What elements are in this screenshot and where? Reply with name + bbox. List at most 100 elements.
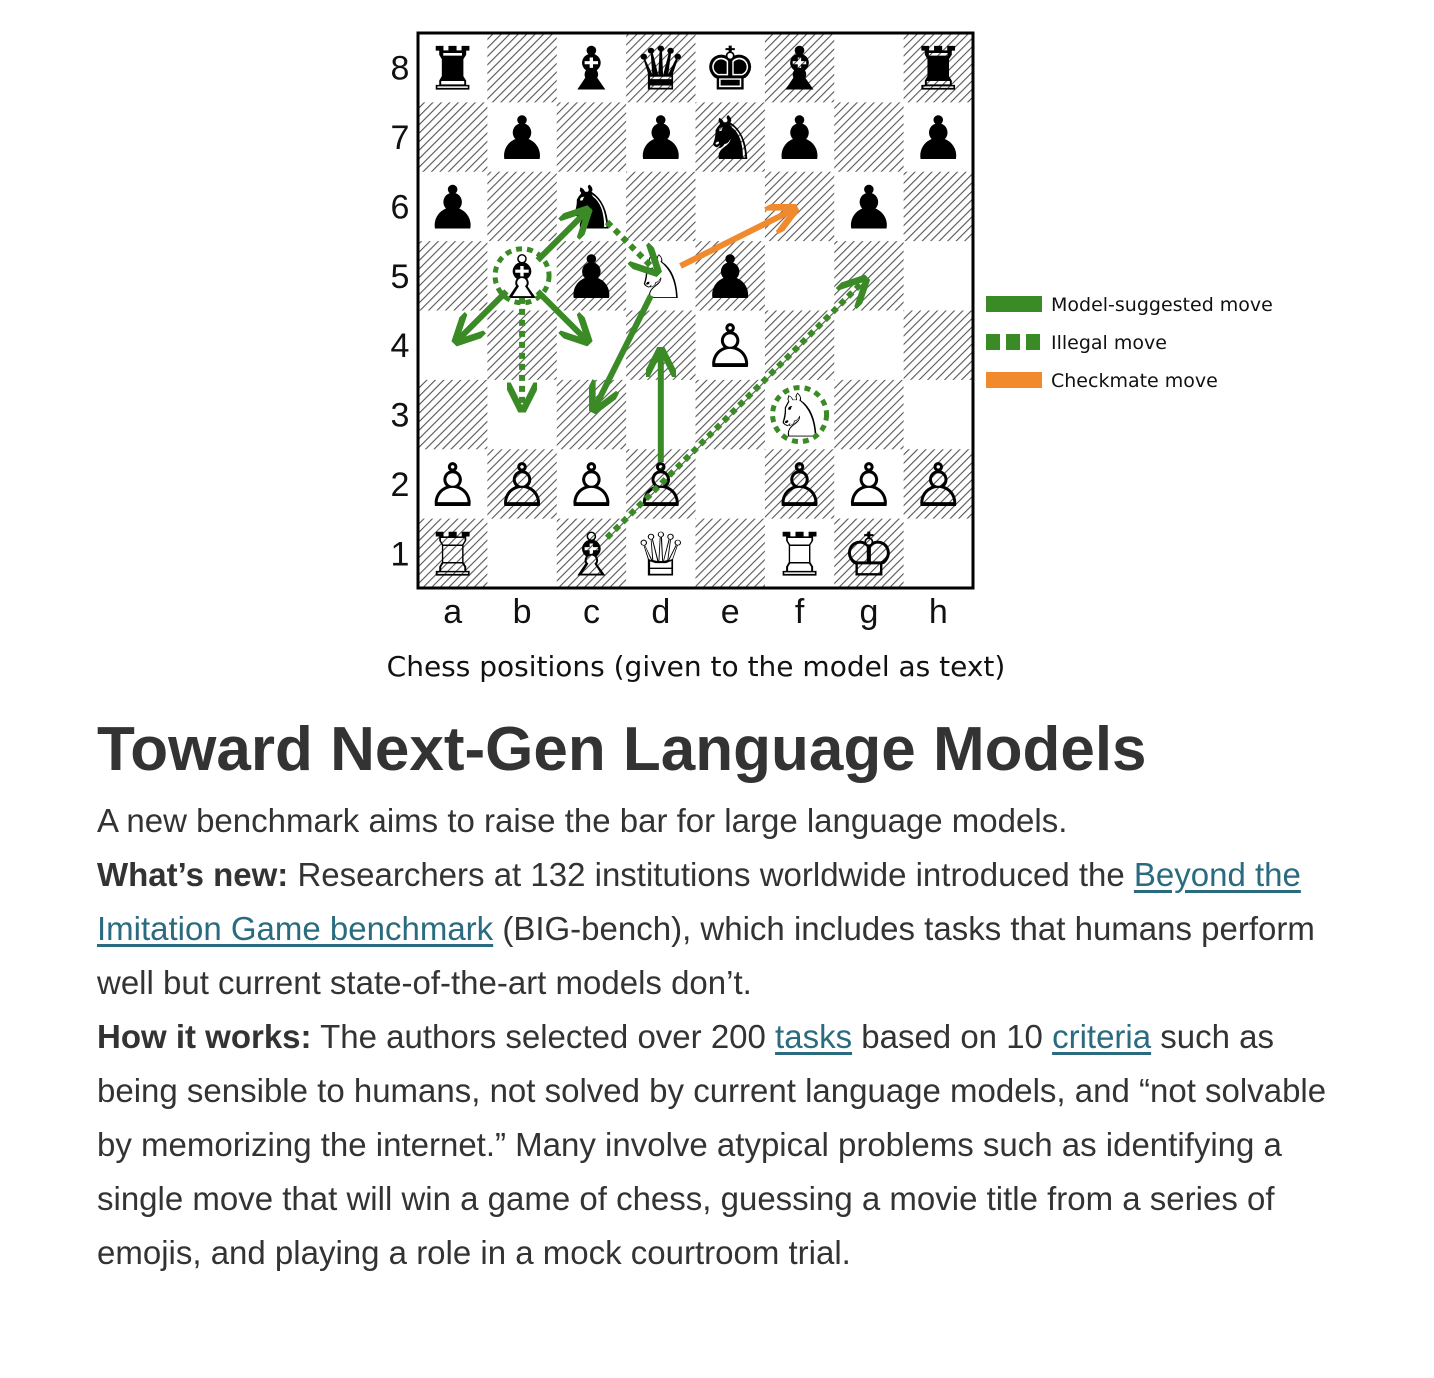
article-title: Toward Next-Gen Language Models [97,715,1147,784]
square-c2 [556,449,627,520]
square-d6 [626,171,696,242]
rank-labels: 8 7 6 5 4 3 2 1 [391,50,410,574]
board-squares [418,33,974,589]
piece-h8: ♜ [911,35,965,105]
piece-e8: ♚ [703,35,757,105]
figure-caption: Chess positions (given to the model as t… [387,650,1006,683]
square-c8 [556,33,627,103]
rank-label: 5 [391,258,410,296]
legend-label: Checkmate move [1051,370,1218,392]
piece-e5: ♟ [703,243,757,313]
file-label: f [795,593,805,631]
square-b2 [487,449,558,520]
legend-label: Illegal move [1051,332,1167,354]
square-e8 [695,33,766,103]
square-h1 [903,518,974,589]
square-e4 [695,310,766,381]
square-c7 [556,102,627,173]
legend-label: Model-suggested move [1051,294,1273,316]
square-e7 [695,102,766,173]
square-e1 [695,518,766,589]
piece-h7: ♟ [911,104,965,174]
piece-g1: ♔ [842,520,896,590]
square-b1 [487,518,558,589]
piece-b7: ♟ [495,104,549,174]
piece-c5: ♟ [565,243,619,313]
piece-f2: ♙ [773,451,827,521]
square-h6 [903,171,974,242]
square-g2 [834,449,905,520]
rank-label: 7 [391,119,410,157]
piece-c6: ♞ [565,173,619,243]
square-f3 [764,379,835,450]
rank-label: 3 [391,397,410,435]
move-arrow-d5-c3 [595,294,654,407]
piece-d7: ♟ [634,104,688,174]
whats-new-label: What’s new: [97,856,289,893]
board-border [416,31,975,590]
how-it-works-paragraph: How it works: The authors selected over … [97,1010,1347,1280]
article: Toward Next-Gen Language Models A new be… [97,712,1347,1280]
article-subtitle: A new benchmark aims to raise the bar fo… [97,802,1068,839]
piece-c1: ♗ [565,520,619,590]
whats-new-paragraph: What’s new: Researchers at 132 instituti… [97,848,1347,1010]
rank-label: 1 [391,535,410,573]
highlight-b5 [492,246,552,306]
square-c5 [556,241,627,311]
how-it-works-label: How it works: [97,1018,312,1055]
piece-f8: ♝ [773,35,827,105]
move-arrow-b5-c4 [535,289,586,339]
rank-label: 4 [391,327,410,365]
square-b6 [487,171,558,242]
piece-b2: ♙ [495,451,549,521]
square-a8 [418,33,488,103]
square-g8 [834,33,905,103]
square-a3 [418,379,488,450]
file-label: a [443,593,462,631]
rank-label: 6 [391,188,410,226]
square-f4 [764,310,835,381]
file-label: e [721,593,740,631]
piece-a2: ♙ [426,451,480,521]
rank-label: 2 [391,466,410,504]
square-g1 [834,518,905,589]
square-g4 [834,310,905,381]
move-arrow-b5-c6 [535,212,586,263]
file-label: d [651,593,670,631]
rank-label: 8 [391,50,410,88]
move-arrow-d5-f6 [679,210,792,269]
piece-f7: ♟ [773,104,827,174]
move-arrow-c6-d5 [604,219,655,270]
piece-g2: ♙ [842,451,896,521]
square-g7 [834,102,905,173]
piece-d8: ♛ [634,35,688,105]
highlighted-squares [492,246,830,445]
square-h2 [903,449,974,520]
piece-f1: ♖ [773,520,827,590]
whats-new-text-b: (BIG-bench), which includes tasks that h… [97,910,1315,1001]
square-g6 [834,171,905,242]
square-d1 [626,518,696,589]
square-a5 [418,241,488,311]
criteria-link[interactable]: criteria [1052,1018,1152,1055]
square-h5 [903,241,974,311]
piece-c8: ♝ [565,35,619,105]
square-d7 [626,102,696,173]
square-f8 [764,33,835,103]
file-label: b [513,593,532,631]
square-a7 [418,102,488,173]
piece-e4: ♙ [703,312,757,382]
big-bench-link[interactable]: Beyond the Imitation Game benchmark [97,856,1301,947]
square-h4 [903,310,974,381]
square-e3 [695,379,766,450]
square-c3 [556,379,627,450]
tasks-link[interactable]: tasks [775,1018,853,1055]
square-a6 [418,171,488,242]
move-arrow-c1-g5 [604,281,863,540]
square-a1 [418,518,488,589]
square-h3 [903,379,974,450]
piece-a6: ♟ [426,173,480,243]
